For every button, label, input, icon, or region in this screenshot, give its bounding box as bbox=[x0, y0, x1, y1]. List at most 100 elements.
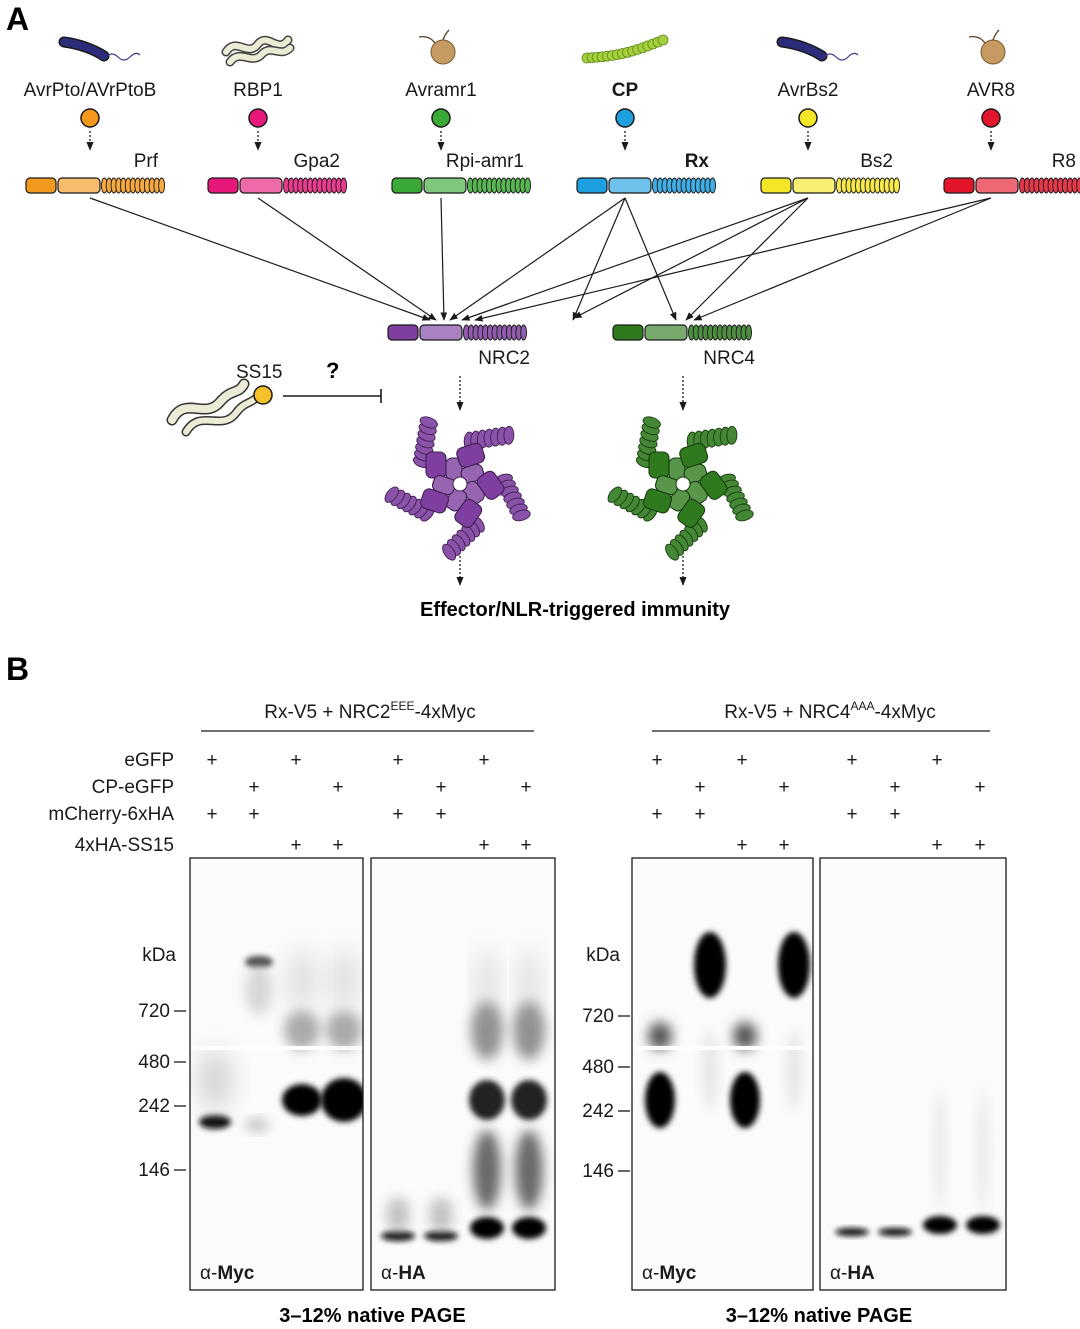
marker-720: 720 bbox=[582, 1006, 614, 1027]
nlr-bar bbox=[576, 177, 717, 194]
gel-caption: 3–12% native PAGE bbox=[726, 1305, 912, 1327]
arc-domain bbox=[644, 324, 688, 341]
antibody-label: α-Myc bbox=[642, 1263, 697, 1284]
effector-icon bbox=[431, 108, 451, 128]
arc-domain bbox=[975, 177, 1019, 194]
lane-plus: + bbox=[392, 804, 403, 825]
bands bbox=[632, 932, 813, 1128]
nlr-bar bbox=[207, 177, 348, 194]
condition-row-label: CP-eGFP bbox=[92, 777, 174, 798]
nlr-bar bbox=[760, 177, 901, 194]
blot-myc: α-Myc bbox=[631, 857, 814, 1291]
helper-bar bbox=[612, 324, 753, 341]
effector-icon bbox=[798, 108, 818, 128]
lane-plus: + bbox=[248, 804, 259, 825]
lane-plus: + bbox=[736, 835, 747, 856]
arc-domain bbox=[57, 177, 101, 194]
title-mutation-sup: AAA bbox=[850, 699, 874, 713]
arc-domain bbox=[792, 177, 836, 194]
lane-plus: + bbox=[651, 804, 662, 825]
lane-plus: + bbox=[846, 750, 857, 771]
marker-720: 720 bbox=[138, 1001, 170, 1022]
nlr-label: Gpa2 bbox=[294, 151, 340, 172]
lane-plus: + bbox=[694, 804, 705, 825]
blot-frame bbox=[370, 857, 556, 1291]
lane-plus: + bbox=[736, 750, 747, 771]
nlr-label: Rx bbox=[685, 151, 710, 172]
lane-plus: + bbox=[778, 777, 789, 798]
lane-plus: + bbox=[974, 777, 985, 798]
effector-label: Avramr1 bbox=[405, 80, 476, 101]
marker-480: 480 bbox=[138, 1052, 170, 1073]
unknown-mechanism-mark: ? bbox=[326, 358, 339, 383]
arc-domain bbox=[608, 177, 652, 194]
nrc2-resistosome-icon bbox=[384, 416, 531, 561]
blot-myc: α-Myc bbox=[189, 857, 364, 1291]
condition-row-label: mCherry-6xHA bbox=[48, 804, 174, 825]
title-prefix: Rx-V5 + NRC2 bbox=[264, 702, 390, 723]
lane-plus: + bbox=[889, 777, 900, 798]
lane-plus: + bbox=[651, 750, 662, 771]
blot-group-title: Rx-V5 + NRC2EEE-4xMyc bbox=[264, 699, 475, 723]
panel-b-letter: B bbox=[6, 651, 29, 687]
nlr-bar bbox=[943, 177, 1080, 194]
lane-plus: + bbox=[248, 777, 259, 798]
sensor-helper-arrow bbox=[685, 197, 809, 321]
nb-domain bbox=[612, 324, 644, 341]
lane-plus: + bbox=[846, 804, 857, 825]
sensor-helper-arrow bbox=[257, 197, 437, 321]
oomycete-icon bbox=[968, 29, 1006, 65]
nlr-label: R8 bbox=[1052, 151, 1076, 172]
nlr-bar bbox=[391, 177, 532, 194]
nb-domain bbox=[760, 177, 792, 194]
nlr-bar bbox=[25, 177, 166, 194]
lane-plus: + bbox=[290, 750, 301, 771]
lane-plus: + bbox=[206, 804, 217, 825]
helper-label: NRC4 bbox=[703, 348, 755, 369]
antibody-label: α-HA bbox=[381, 1263, 426, 1284]
antibody-label: α-HA bbox=[830, 1263, 875, 1284]
lrr-domain bbox=[466, 177, 532, 194]
effector-label: CP bbox=[612, 80, 639, 101]
blot-ha: α-HA bbox=[819, 857, 1007, 1291]
effector-label: AvrBs2 bbox=[778, 80, 839, 101]
lane-plus: + bbox=[435, 804, 446, 825]
title-prefix: Rx-V5 + NRC4 bbox=[724, 702, 851, 723]
sensor-helper-arrow bbox=[624, 197, 677, 321]
effector-icon bbox=[981, 108, 1001, 128]
lane-plus: + bbox=[520, 835, 531, 856]
resistosome-row bbox=[384, 416, 754, 561]
arc-domain bbox=[419, 324, 463, 341]
condition-row-label: eGFP bbox=[124, 750, 174, 771]
marker-480: 480 bbox=[582, 1057, 614, 1078]
lane-plus: + bbox=[931, 835, 942, 856]
lrr-domain bbox=[462, 324, 528, 341]
sensor-helper-arrow bbox=[572, 197, 626, 321]
blot-frame bbox=[189, 857, 364, 1291]
nlr-label: Bs2 bbox=[860, 151, 893, 172]
lrr-domain bbox=[651, 177, 717, 194]
ss15-effector-icon bbox=[253, 385, 273, 405]
marker-242: 242 bbox=[138, 1096, 170, 1117]
gel-caption: 3–12% native PAGE bbox=[279, 1305, 465, 1327]
lane-plus: + bbox=[435, 777, 446, 798]
bacterium-icon bbox=[58, 36, 141, 62]
sensor-helper-arrow bbox=[461, 197, 809, 321]
marker-146: 146 bbox=[582, 1161, 614, 1182]
lane-plus: + bbox=[931, 750, 942, 771]
nlr-label: Rpi-amr1 bbox=[446, 151, 524, 172]
nematode-icon bbox=[221, 35, 295, 67]
blot-group-1: Rx-V5 + NRC2EEE-4xMyc++++++++++++++++kDa… bbox=[138, 699, 556, 1327]
title-suffix: -4xMyc bbox=[414, 702, 475, 723]
blot-frame bbox=[631, 857, 814, 1291]
helper-nrc4: NRC4 bbox=[612, 324, 755, 586]
bands bbox=[190, 950, 363, 1131]
effector-label: RBP1 bbox=[233, 80, 283, 101]
nlr-label: Prf bbox=[134, 151, 159, 172]
lane-plus: + bbox=[290, 835, 301, 856]
nb-domain bbox=[25, 177, 57, 194]
